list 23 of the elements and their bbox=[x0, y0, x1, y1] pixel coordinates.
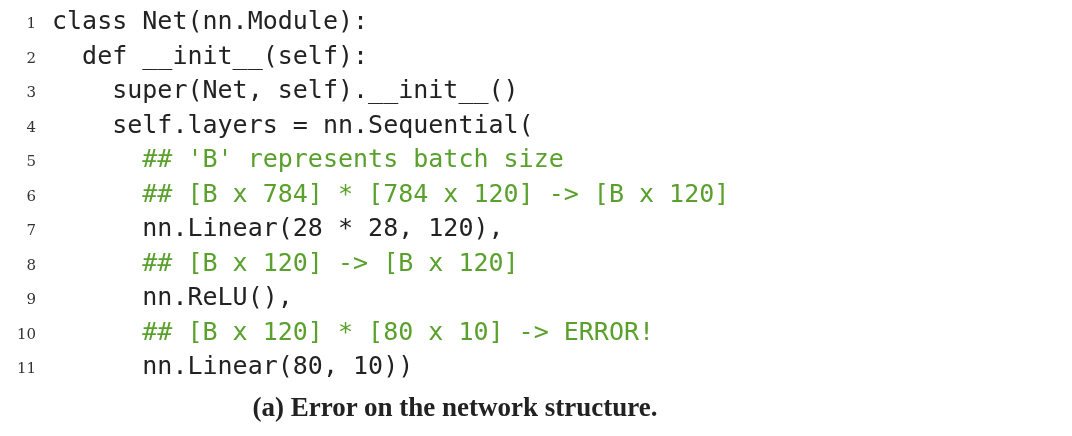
line-number: 10 bbox=[15, 324, 36, 343]
code-line: nn.Linear(80, 10)) bbox=[141, 351, 414, 380]
line-number: 2 bbox=[25, 48, 36, 67]
line-number: 6 bbox=[25, 186, 36, 205]
caption: (a) Error on the network structure. bbox=[251, 392, 659, 423]
code-comment: ## 'B' represents batch size bbox=[141, 144, 564, 173]
line-number: 4 bbox=[25, 117, 36, 136]
code-comment: ## [B x 784] * [784 x 120] -> [B x 120] bbox=[141, 178, 730, 208]
code-line: nn.Linear(28 * 28, 120), bbox=[141, 213, 504, 242]
line-number: 3 bbox=[25, 83, 36, 101]
code-line: super(Net, self).__init__() bbox=[111, 75, 519, 104]
code-comment: ## [B x 120] * [80 x 10] -> ERROR! bbox=[141, 316, 655, 346]
line-number: 8 bbox=[25, 255, 36, 274]
code-line: def __init__(self): bbox=[81, 40, 369, 70]
line-number: 9 bbox=[25, 290, 36, 308]
code-comment: ## [B x 120] -> [B x 120] bbox=[141, 247, 519, 277]
code-line: nn.ReLU(), bbox=[141, 282, 293, 311]
line-number: 1 bbox=[25, 14, 36, 32]
line-number: 11 bbox=[15, 359, 36, 377]
code-line: class Net(nn.Module): bbox=[52, 6, 369, 35]
line-number: 5 bbox=[25, 152, 36, 170]
line-number: 7 bbox=[25, 221, 36, 239]
code-line: self.layers = nn.Sequential( bbox=[111, 109, 534, 139]
